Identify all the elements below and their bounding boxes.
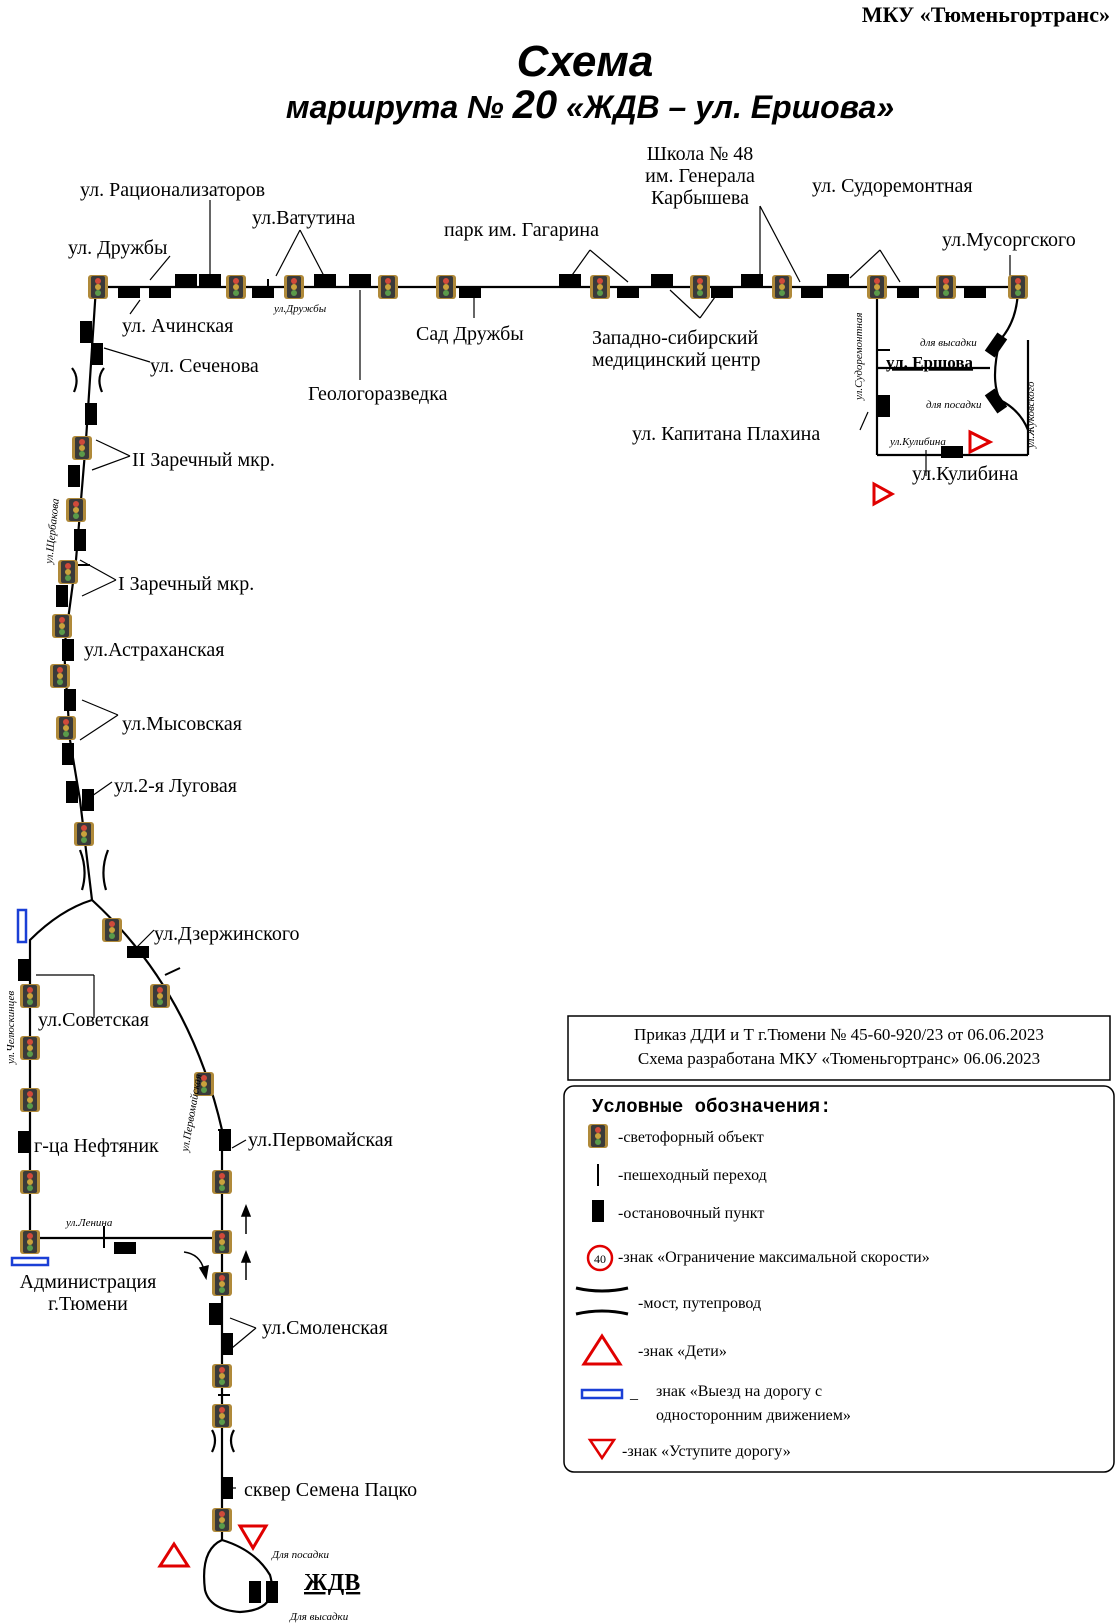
- label-school-1: Школа № 48: [647, 143, 754, 165]
- label-shcherbakova-small: ул.Щербакова: [43, 497, 62, 565]
- label-sovetskaya: ул.Советская: [38, 1009, 149, 1031]
- route-name: «ЖДВ – ул. Ершова»: [566, 89, 894, 125]
- one-way-exit-sign-icon: [10, 908, 50, 1267]
- legend-crossing: -пешеходный переход: [618, 1167, 767, 1184]
- label-vatutina: ул.Ватутина: [252, 207, 355, 229]
- legend-children-icon: [581, 1333, 623, 1366]
- label-dzerzhinskogo: ул.Дзержинского: [154, 923, 300, 945]
- label-administraciya-1: Администрация: [20, 1271, 157, 1293]
- label-druzhby: ул. Дружбы: [68, 237, 167, 259]
- legend-traffic-light: -светофорный объект: [618, 1129, 764, 1146]
- legend-box: [563, 1085, 1115, 1473]
- label-sudoremontnaya-small: ул.Судоремонтная: [853, 313, 865, 401]
- label-chelyuskincev-small: ул.Челюскинцев: [5, 991, 17, 1065]
- label-park-gagarina: парк им. Гагарина: [444, 219, 599, 241]
- label-zhdv: ЖДВ: [304, 1570, 360, 1596]
- legend-one-way-2: односторонним движением»: [656, 1407, 851, 1424]
- leader-lines: [36, 200, 1011, 1489]
- legend-children: -знак «Дети»: [638, 1343, 727, 1360]
- legend-give-way: -знак «Уступите дорогу»: [622, 1443, 791, 1460]
- label-administraciya-2: г.Тюмени: [48, 1293, 128, 1315]
- label-druzhby-small: ул.Дружбы: [273, 303, 327, 315]
- org-name: МКУ «Тюменьгортранс»: [862, 2, 1110, 27]
- legend-title: Условные обозначения:: [592, 1096, 831, 1118]
- label-dlya-posadki: для посадки: [926, 399, 982, 411]
- label-lenina-small: ул.Ленина: [65, 1217, 113, 1229]
- legend-speed-limit-icon: [586, 1244, 614, 1272]
- page-title: Схема: [517, 37, 654, 86]
- label-achinskaya: ул. Ачинская: [122, 315, 233, 337]
- label-kulibina-small: ул.Кулибина: [889, 436, 946, 448]
- label-pervomayskaya-small: ул.Первомайская: [179, 1073, 205, 1153]
- legend-stop-icon: [592, 1200, 604, 1222]
- label-racionalizatorov: ул. Рационализаторов: [80, 179, 265, 201]
- direction-arrow-icon: [183, 1203, 252, 1281]
- give-way-sign-icon: [157, 429, 994, 1568]
- label-smolenskaya: ул.Смоленская: [262, 1317, 388, 1339]
- label-sudoremontnaya: ул. Судоремонтная: [812, 175, 973, 197]
- label-pervomayskaya: ул.Первомайская: [248, 1129, 393, 1151]
- label-dlya-vysadki-cap: Для высадки: [289, 1611, 349, 1623]
- label-neftyanik: г-ца Нефтяник: [34, 1135, 159, 1157]
- label-mysovskaya: ул.Мысовская: [122, 713, 242, 735]
- label-skver: сквер Семена Пацко: [244, 1479, 417, 1501]
- label-zs-med-2: медицинский центр: [592, 349, 761, 371]
- label-zarechny-2: II Заречный мкр.: [132, 449, 275, 471]
- label-dlya-vysadki: для высадки: [920, 337, 977, 349]
- label-dlya-posadki-cap: Для посадки: [271, 1549, 329, 1561]
- bridge-icon: [71, 367, 235, 1453]
- legend-bridge: -мост, путепровод: [638, 1295, 761, 1312]
- legend-speed-limit: -знак «Ограничение максимальной скорости…: [618, 1249, 930, 1266]
- label-geologorazvedka: Геологоразведка: [308, 383, 448, 405]
- label-zs-med-1: Западно-сибирский: [592, 327, 759, 349]
- legend-stop: -остановочный пункт: [618, 1205, 764, 1222]
- label-astrahanskaya: ул.Астраханская: [84, 639, 224, 661]
- label-ershova: ул. Ершова: [886, 353, 974, 372]
- bus-stop-icon: [878, 332, 1008, 458]
- info-line-2: Схема разработана МКУ «Тюменьгортранс» 0…: [638, 1049, 1040, 1068]
- label-musorgskogo: ул.Мусоргского: [942, 229, 1076, 251]
- label-zarechny-1: I Заречный мкр.: [118, 573, 254, 595]
- label-zhukovskogo-small: ул.Жуковского: [1025, 381, 1037, 449]
- label-school-2: им. Генерала: [645, 165, 755, 187]
- label-school-3: Карбышева: [651, 187, 749, 209]
- svg-text:_: _: [629, 1385, 639, 1402]
- info-box: [567, 1015, 1111, 1081]
- label-sechenova: ул. Сеченова: [150, 355, 259, 377]
- label-kulibina: ул.Кулибина: [912, 463, 1018, 485]
- label-sad-druzhby: Сад Дружбы: [416, 323, 524, 345]
- legend-one-way-icon: [580, 1388, 624, 1400]
- label-lugovaya2: ул.2-я Луговая: [114, 775, 237, 797]
- route-number: 20: [512, 83, 558, 127]
- route-subtitle: маршрута № 20 «ЖДВ – ул. Ершова»: [286, 83, 894, 127]
- legend-speed-value: 40: [594, 1252, 606, 1266]
- legend-traffic-light-icon: [588, 1124, 608, 1148]
- legend-bridge-icon: [575, 1286, 629, 1316]
- info-line-1: Приказ ДДИ и Т г.Тюмени № 45-60-920/23 о…: [634, 1025, 1044, 1044]
- legend-one-way-1: знак «Выезд на дорогу с: [656, 1383, 822, 1400]
- legend-give-way-icon: [587, 1438, 617, 1461]
- label-kapitana-plahina: ул. Капитана Плахина: [632, 423, 820, 445]
- route-prefix: маршрута №: [286, 89, 504, 125]
